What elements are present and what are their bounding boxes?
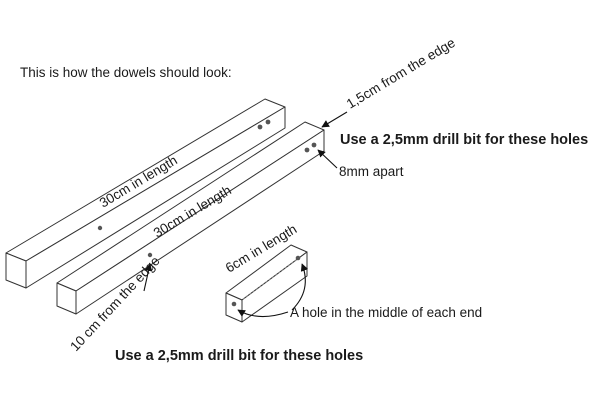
short-dowel-center-line [242,257,300,300]
intro-text: This is how the dowels should look: [20,65,232,80]
drill-note-top: Use a 2,5mm drill bit for these holes [340,132,588,148]
middle-hole-label: A hole in the middle of each end [290,305,482,320]
arrow-apart [317,149,338,169]
dowel-2-hole-mid [147,252,153,258]
dowel-1-hole-a [257,124,263,130]
dowel-long-front [56,121,325,315]
dowel-long-back [5,98,286,289]
arrow-middle-far [291,263,309,311]
dowel-2-hole-b [311,142,317,148]
dowel-2-hole-a [304,147,310,153]
arrow-middle-end [237,309,289,318]
dowel-2-end-face [56,282,77,315]
arrow-edge-small [321,111,348,128]
dowel-1-hole-b [265,119,271,125]
edge-small-label: 1,5cm from the edge [344,35,458,112]
dowel-1-hole-mid [97,225,103,231]
short-dowel-hole-end [231,301,237,307]
apart-label: 8mm apart [339,164,404,179]
drill-note-bottom: Use a 2,5mm drill bit for these holes [115,348,363,364]
dowel-1-end-face [5,252,27,289]
arrow-edge-large [143,263,153,292]
short-dowel-hole-far [295,255,301,261]
